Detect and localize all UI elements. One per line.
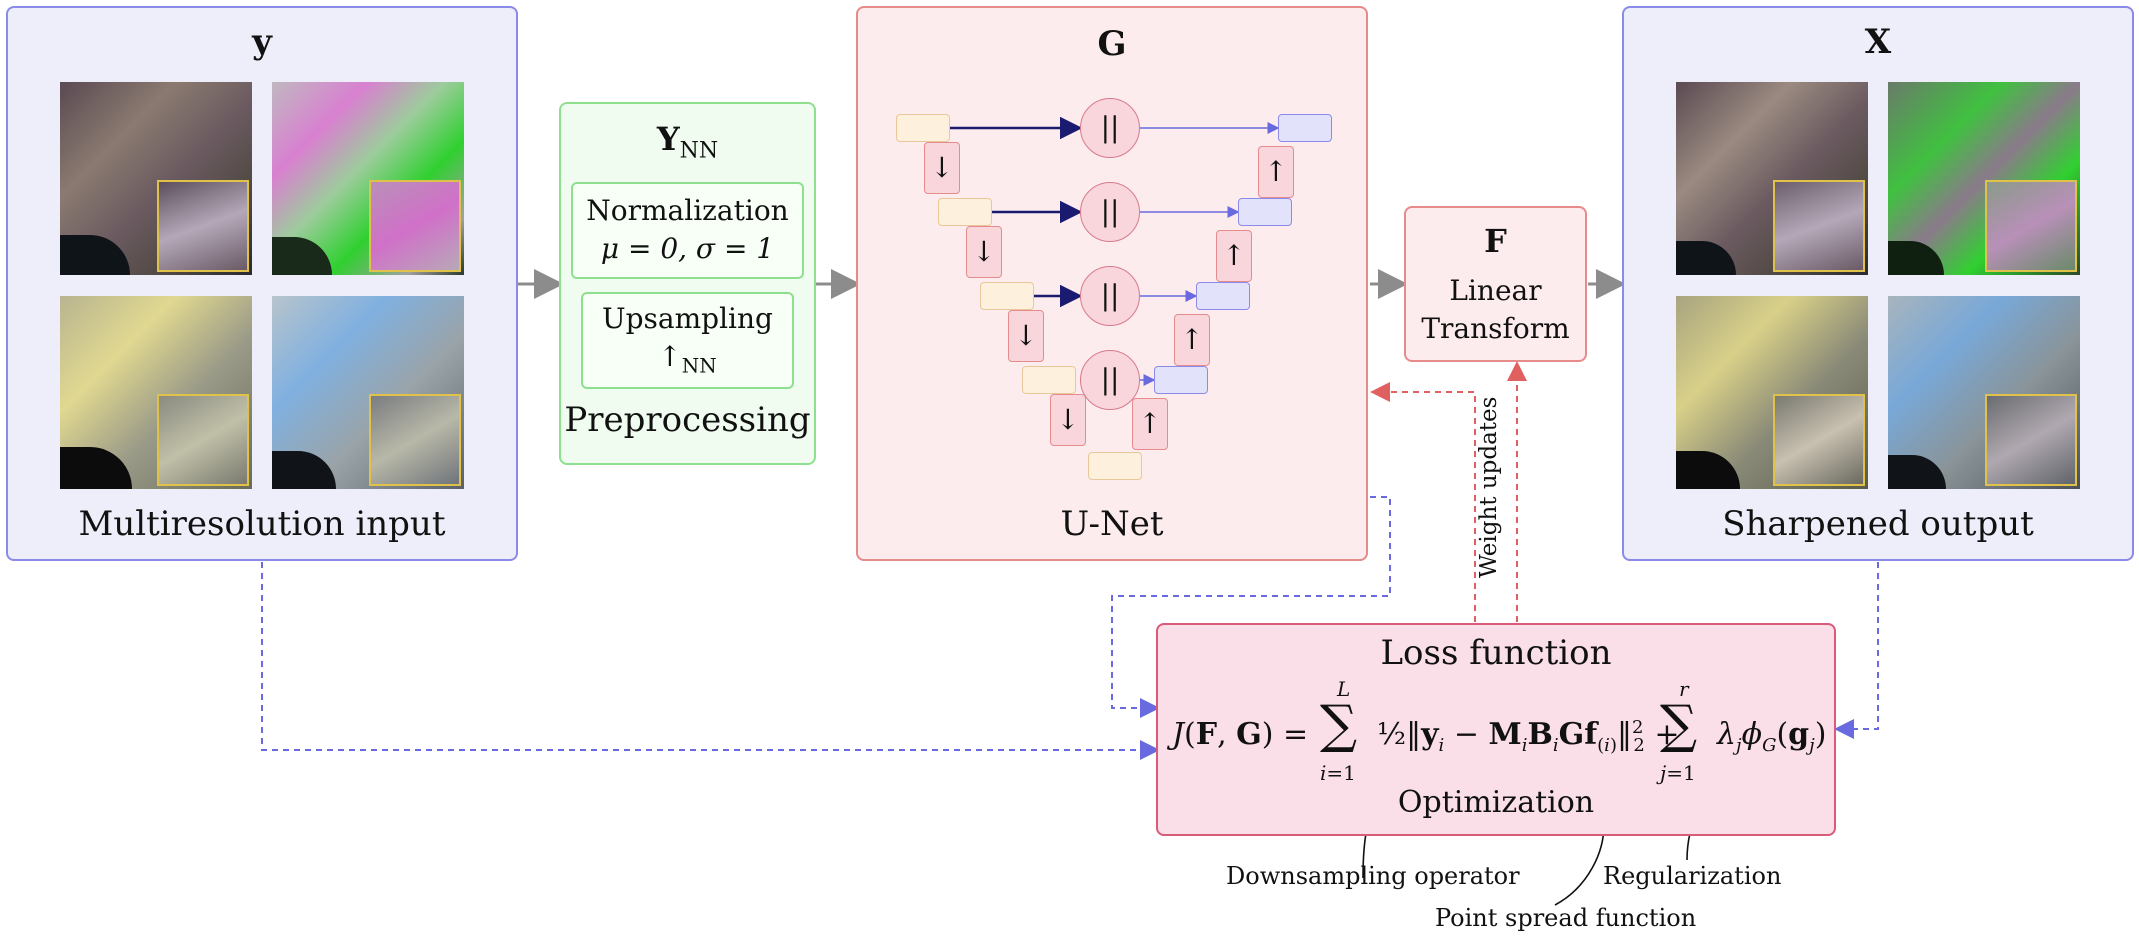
decoder-block xyxy=(1154,366,1208,394)
unet-panel: G ↓ ↓ ↓ ↓ || || || || ↑ ↑ ↑ ↑ U-Net xyxy=(856,6,1368,561)
optimization-label: Optimization xyxy=(1397,785,1595,820)
upsampling-symbol: ↑NN xyxy=(658,340,717,378)
output-image-rgb xyxy=(1676,82,1868,275)
up-operator: ↑ xyxy=(1216,230,1252,282)
concat-node: || xyxy=(1080,98,1140,158)
zoom-inset xyxy=(157,180,249,272)
dashed-unet-to-loss xyxy=(1111,496,1391,718)
loss-formula: J(F, G) = ∑ L i=1 ½‖yi − MiBiGf(i)‖22 + … xyxy=(1172,677,1827,785)
output-caption: Sharpened output xyxy=(1722,504,2034,544)
dashed-output-to-loss xyxy=(1834,562,1879,739)
normalization-box: Normalization μ = 0, σ = 1 xyxy=(571,182,804,279)
zoom-inset xyxy=(1773,180,1865,272)
dark-region xyxy=(1676,241,1736,275)
up-operator: ↑ xyxy=(1258,146,1294,198)
unet-title: G xyxy=(1097,24,1127,64)
normalization-params: μ = 0, σ = 1 xyxy=(600,232,775,265)
dashed-weights-to-unet xyxy=(1370,382,1476,622)
input-caption: Multiresolution input xyxy=(78,504,446,544)
output-image-blue xyxy=(1888,296,2080,489)
bottleneck-block xyxy=(1088,452,1142,480)
dark-region xyxy=(60,447,132,489)
input-panel: y Multiresolution input xyxy=(6,6,518,561)
decoder-block xyxy=(1196,282,1250,310)
transform-label-line2: Transform xyxy=(1421,312,1570,345)
up-operator: ↑ xyxy=(1174,314,1210,366)
zoom-inset xyxy=(369,180,461,272)
title-subscript: NN xyxy=(679,138,719,164)
upsampling-label: Upsampling xyxy=(602,302,773,335)
down-operator: ↓ xyxy=(966,226,1002,278)
upsampling-box: Upsampling ↑NN xyxy=(581,292,794,389)
preprocessing-panel: YNN Normalization μ = 0, σ = 1 Upsamplin… xyxy=(559,102,816,465)
unet-caption: U-Net xyxy=(1060,504,1164,544)
dark-region xyxy=(1676,451,1740,489)
downsampling-annotation: Downsampling operator xyxy=(1226,862,1520,890)
output-image-yellow xyxy=(1676,296,1868,489)
zoom-inset xyxy=(1773,394,1865,486)
zoom-inset xyxy=(1985,180,2077,272)
encoder-block xyxy=(980,282,1034,310)
loss-title: Loss function xyxy=(1380,633,1612,673)
zoom-inset xyxy=(157,394,249,486)
output-image-swir xyxy=(1888,82,2080,275)
dark-region xyxy=(1888,455,1946,489)
output-title: X xyxy=(1864,22,1892,62)
concat-node: || xyxy=(1080,266,1140,326)
transform-panel: F Linear Transform xyxy=(1404,206,1587,362)
psf-annotation: Point spread function xyxy=(1435,904,1697,932)
decoder-block xyxy=(1278,114,1332,142)
zoom-inset xyxy=(1985,394,2077,486)
input-image-yellow xyxy=(60,296,252,489)
encoder-block xyxy=(938,198,992,226)
preprocessing-title: YNN xyxy=(656,120,719,164)
preprocessing-caption: Preprocessing xyxy=(564,400,811,440)
dark-region xyxy=(272,451,336,489)
output-panel: X Sharpened output xyxy=(1622,6,2134,561)
dark-region xyxy=(60,235,130,275)
concat-node: || xyxy=(1080,350,1140,410)
unet-diagram xyxy=(948,116,1280,386)
up-operator: ↑ xyxy=(1132,398,1168,450)
encoder-block xyxy=(896,114,950,142)
regularization-annotation: Regularization xyxy=(1603,862,1782,890)
weight-updates-label: Weight updates xyxy=(1476,396,1502,578)
dark-region xyxy=(1888,241,1944,275)
down-operator: ↓ xyxy=(1008,310,1044,362)
zoom-inset xyxy=(369,394,461,486)
transform-title: F xyxy=(1484,222,1507,260)
transform-label-line1: Linear xyxy=(1449,274,1542,307)
down-operator: ↓ xyxy=(1050,394,1086,446)
input-image-swir xyxy=(272,82,464,275)
dashed-input-to-loss xyxy=(261,562,1160,760)
encoder-block xyxy=(1022,366,1076,394)
normalization-label: Normalization xyxy=(586,194,789,227)
concat-node: || xyxy=(1080,182,1140,242)
decoder-block xyxy=(1238,198,1292,226)
loss-panel: Loss function J(F, G) = ∑ L i=1 ½‖yi − M… xyxy=(1156,623,1836,836)
input-image-rgb xyxy=(60,82,252,275)
dark-region xyxy=(272,237,332,275)
input-title: y xyxy=(252,22,272,62)
input-image-blue xyxy=(272,296,464,489)
down-operator: ↓ xyxy=(924,142,960,194)
